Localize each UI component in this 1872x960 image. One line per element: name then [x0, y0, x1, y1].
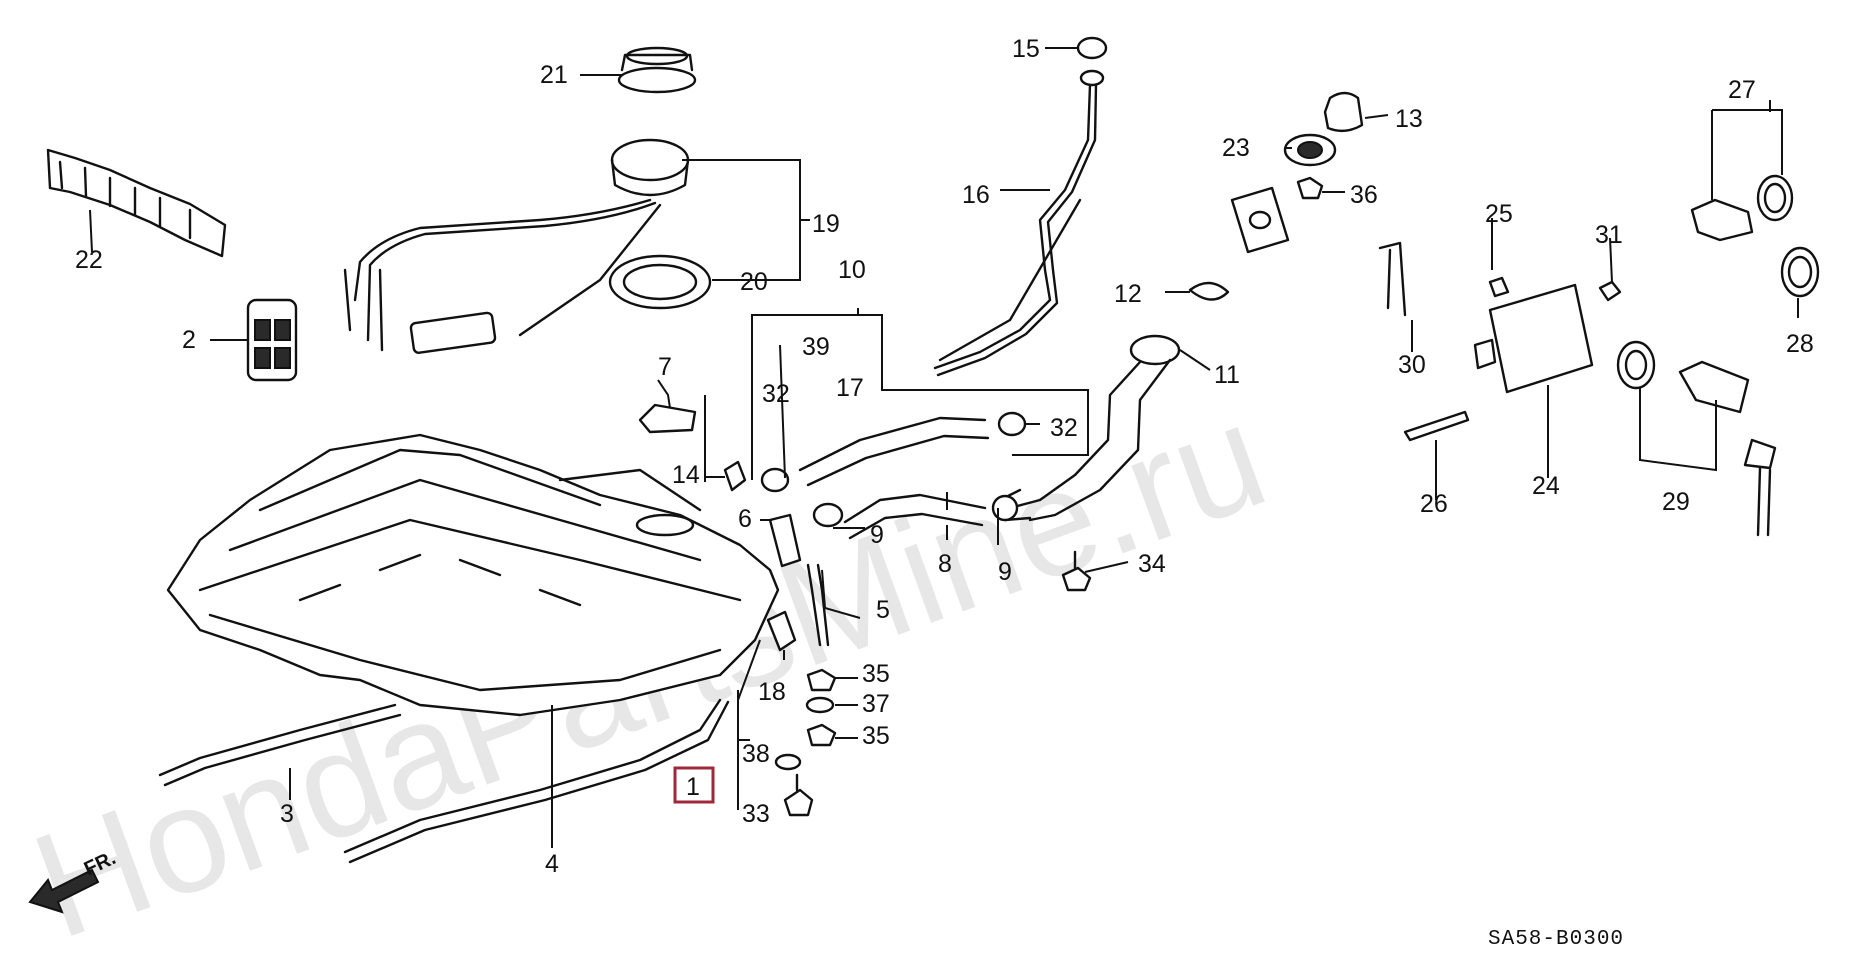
seal-ring-part-29[interactable]: [1616, 340, 1656, 390]
callout-20: 20: [740, 268, 768, 296]
hose-clamp-part-9a[interactable]: [812, 502, 844, 528]
nut-part-35a[interactable]: [806, 668, 837, 692]
callout-38: 38: [742, 740, 770, 768]
fuel-lid-part-24[interactable]: [1473, 283, 1594, 394]
bolt-part-33[interactable]: [783, 773, 814, 817]
callout-35a: 35: [862, 660, 890, 688]
callout-9a: 9: [870, 521, 884, 549]
callout-24: 24: [1532, 472, 1560, 500]
callout-39: 39: [802, 333, 830, 361]
lock-ring-part-21[interactable]: [617, 46, 697, 94]
nut-part-35b[interactable]: [806, 723, 837, 747]
callout-8: 8: [938, 550, 952, 578]
callout-13: 13: [1395, 105, 1423, 133]
callout-29: 29: [1662, 488, 1690, 516]
callout-16: 16: [962, 181, 990, 209]
fuel-tank-part-1[interactable]: [166, 433, 780, 717]
gasket-part-12[interactable]: [1188, 281, 1230, 301]
hose-clamp-part-32a[interactable]: [760, 467, 790, 493]
cap-part-15[interactable]: [1076, 36, 1108, 87]
callout-22: 22: [75, 246, 103, 274]
callout-12: 12: [1114, 280, 1142, 308]
callout-19: 19: [812, 210, 840, 238]
callout-27: 27: [1728, 76, 1756, 104]
filler-hose-part-17[interactable]: [798, 416, 990, 487]
filler-neck-upper-part-13[interactable]: [1323, 91, 1364, 133]
washer-part-38[interactable]: [774, 753, 802, 771]
callout-14: 14: [672, 461, 700, 489]
washer-part-37[interactable]: [805, 696, 835, 714]
bracket-part-6[interactable]: [768, 513, 802, 568]
strap-part-3[interactable]: [158, 703, 402, 787]
callout-6: 6: [738, 505, 752, 533]
callout-32a: 32: [762, 380, 790, 408]
callout-9b: 9: [998, 558, 1012, 586]
seal-ring-part-28[interactable]: [1780, 246, 1820, 298]
fuel-gauge-unit-part-19[interactable]: [343, 138, 690, 354]
strap-part-4[interactable]: [343, 698, 730, 864]
callout-11: 11: [1214, 361, 1240, 389]
callout-7: 7: [658, 353, 672, 381]
callout-17: 17: [836, 374, 864, 402]
callout-32b: 32: [1050, 414, 1078, 442]
gasket-part-23[interactable]: [1283, 133, 1337, 167]
callout-15: 15: [1012, 35, 1040, 63]
bracket-plate: [1230, 186, 1290, 254]
gasket-part-20[interactable]: [608, 254, 712, 310]
callout-31: 31: [1595, 221, 1623, 249]
callout-25: 25: [1485, 200, 1513, 228]
callout-4: 4: [545, 850, 559, 878]
callout-21: 21: [540, 61, 568, 89]
callout-labels: 21 19 20 2 22 15 16 13 23 36 12 11 10 7 …: [75, 35, 1814, 878]
heat-shield-part-22[interactable]: [46, 148, 227, 258]
callout-26: 26: [1420, 490, 1448, 518]
nut-part-25[interactable]: [1488, 276, 1510, 298]
pipe-part-5[interactable]: [806, 563, 830, 647]
seal-ring-part-27b[interactable]: [1756, 174, 1794, 222]
callout-28: 28: [1786, 330, 1814, 358]
clip-part-7[interactable]: [638, 403, 697, 434]
callout-18: 18: [758, 678, 786, 706]
fuel-filter-part-2[interactable]: [246, 298, 298, 382]
callout-37: 37: [862, 690, 890, 718]
spring-part-30[interactable]: [1378, 241, 1407, 317]
callout-5: 5: [876, 596, 890, 624]
fuel-cap-part-27[interactable]: [1690, 198, 1754, 242]
bolt-part-34[interactable]: [1061, 550, 1092, 592]
front-arrow-icon: [28, 868, 100, 914]
diagram-code: SA58-B0300: [1488, 928, 1624, 951]
callout-10: 10: [838, 256, 866, 284]
clip-part-14[interactable]: [723, 460, 747, 492]
hose-clamp-part-32b[interactable]: [997, 411, 1027, 437]
callout-36: 36: [1350, 181, 1378, 209]
breather-pipe-part-16[interactable]: [933, 83, 1098, 377]
callout-3: 3: [280, 800, 294, 828]
callout-35b: 35: [862, 722, 890, 750]
highlight-box-part-1: [673, 766, 715, 804]
callout-23: 23: [1222, 134, 1250, 162]
nut-part-36[interactable]: [1296, 176, 1324, 200]
leader-lines: [89, 47, 1799, 848]
callout-33: 33: [742, 800, 770, 828]
callout-34: 34: [1138, 550, 1166, 578]
hose-part-8[interactable]: [843, 493, 987, 540]
bolt-part-31[interactable]: [1598, 280, 1622, 302]
hose-clamp-part-9b[interactable]: [991, 494, 1019, 522]
callout-30: 30: [1398, 351, 1426, 379]
callout-1: 1: [686, 773, 700, 801]
clip-part-18[interactable]: [766, 610, 797, 652]
cable-bracket-part-26[interactable]: [1403, 410, 1470, 442]
lock-cylinder-part-29[interactable]: [1678, 360, 1777, 537]
callout-2: 2: [182, 326, 196, 354]
